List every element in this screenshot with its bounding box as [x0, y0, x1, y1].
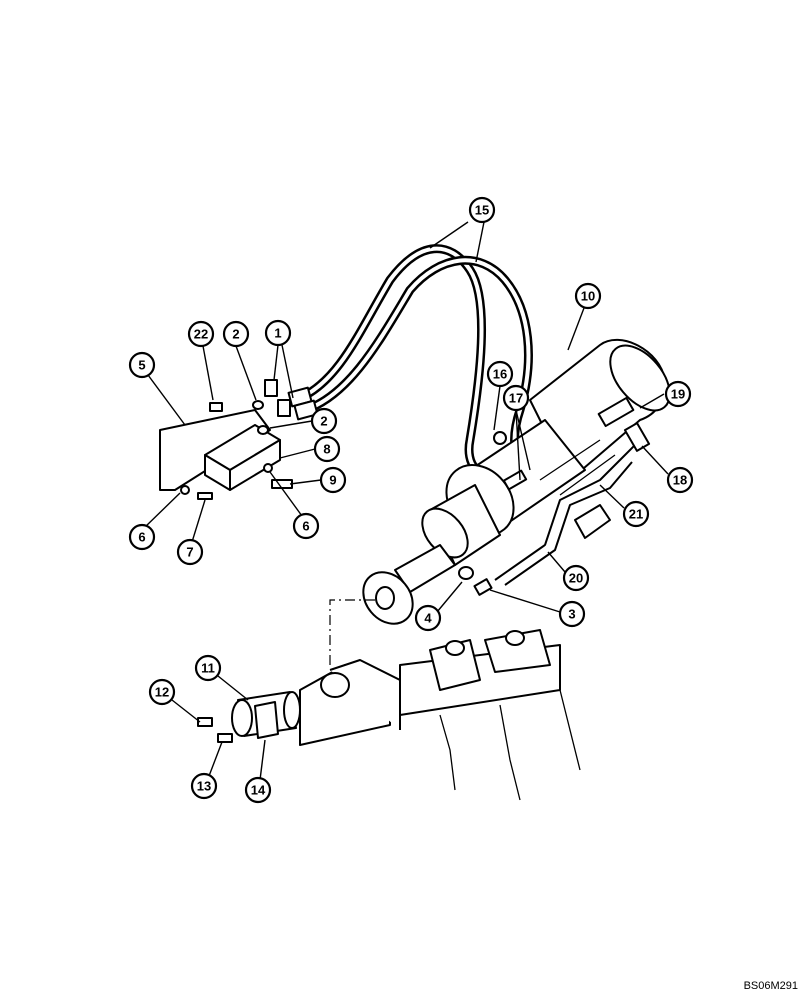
callout-3: 3 [558, 600, 586, 628]
svg-text:19: 19 [671, 387, 685, 402]
callout-6-right: 6 [292, 512, 320, 540]
svg-text:20: 20 [569, 571, 583, 586]
callout-12: 12 [148, 678, 176, 706]
callout-17: 17 [502, 384, 530, 412]
callout-8: 8 [313, 435, 341, 463]
steel-tubes [494, 396, 651, 586]
svg-text:12: 12 [155, 685, 169, 700]
callout-13: 13 [190, 772, 218, 800]
callout-2-lower: 2 [310, 407, 338, 435]
boom-base-mount [299, 599, 581, 801]
svg-text:13: 13 [197, 779, 211, 794]
svg-text:21: 21 [629, 507, 643, 522]
cylinder-fittings [458, 431, 528, 596]
svg-text:17: 17 [509, 391, 523, 406]
drawing-id: BS06M291 [743, 980, 798, 992]
callout-5: 5 [128, 351, 156, 379]
svg-text:2: 2 [320, 414, 327, 429]
svg-text:14: 14 [251, 783, 266, 798]
callout-7: 7 [176, 538, 204, 566]
svg-text:4: 4 [424, 611, 432, 626]
svg-text:5: 5 [138, 358, 145, 373]
svg-text:2: 2 [232, 327, 239, 342]
callout-2-upper: 2 [222, 320, 250, 348]
svg-text:6: 6 [138, 530, 145, 545]
callout-1: 1 [264, 319, 292, 347]
callout-9: 9 [319, 466, 347, 494]
valve-block-assembly [159, 379, 293, 500]
svg-text:18: 18 [673, 473, 687, 488]
callout-11: 11 [194, 654, 222, 682]
svg-text:22: 22 [194, 327, 208, 342]
svg-text:3: 3 [568, 607, 575, 622]
svg-text:15: 15 [475, 203, 489, 218]
svg-text:10: 10 [581, 289, 595, 304]
callout-20: 20 [562, 564, 590, 592]
svg-text:6: 6 [302, 519, 309, 534]
callout-14: 14 [244, 776, 272, 804]
svg-text:8: 8 [323, 442, 330, 457]
callout-19: 19 [664, 380, 692, 408]
pivot-pin-assembly [197, 691, 301, 743]
callout-22: 22 [187, 320, 215, 348]
svg-text:1: 1 [274, 326, 281, 341]
callout-4: 4 [414, 604, 442, 632]
callout-10: 10 [574, 282, 602, 310]
svg-text:11: 11 [201, 661, 215, 676]
hydraulic-cylinder [362, 339, 671, 625]
svg-text:16: 16 [493, 367, 507, 382]
callout-16: 16 [486, 360, 514, 388]
callout-15: 15 [468, 196, 496, 224]
svg-text:7: 7 [186, 545, 193, 560]
svg-text:9: 9 [329, 473, 336, 488]
leader-lines [143, 221, 669, 781]
callout-18: 18 [666, 466, 694, 494]
callout-21: 21 [622, 500, 650, 528]
callout-6-left: 6 [128, 523, 156, 551]
